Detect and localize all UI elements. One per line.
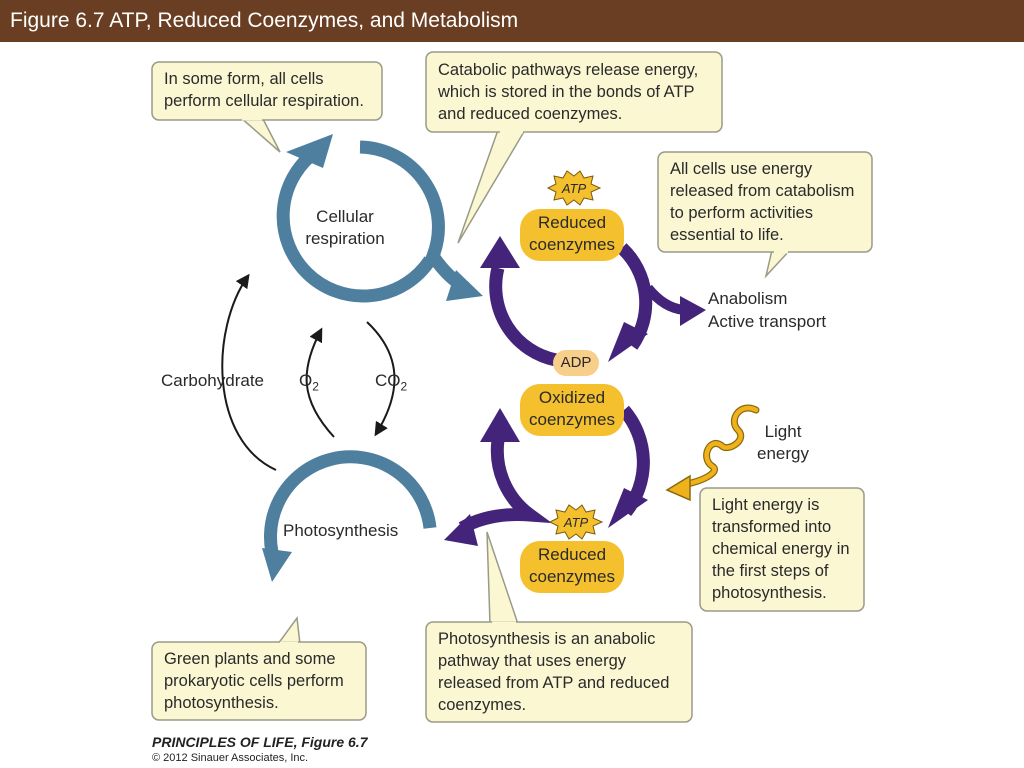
callout-light-energy-text: Light energy is transformed into chemica…: [712, 494, 850, 604]
callout-line: perform cellular respiration.: [164, 92, 364, 110]
cellular-respiration-label: Cellular respiration: [290, 206, 400, 250]
respiration-arrowhead-right: [446, 270, 483, 301]
callout-line: which is stored in the bonds of ATP: [438, 83, 695, 101]
callout-line: to perform activities: [670, 204, 814, 222]
carbon-dioxide-label: CO2: [375, 370, 407, 397]
carbon-dioxide-symbol: CO: [375, 371, 401, 390]
light-wave-icon: [665, 404, 760, 502]
reduced-coenzymes-bottom-label: Reduced coenzymes: [520, 544, 624, 588]
callout-light-energy-box: [699, 487, 865, 612]
callout-respiration-box: [151, 61, 383, 153]
carbon-exchange-arrows: [221, 273, 396, 471]
label-line: Oxidized: [538, 388, 606, 407]
callout-line: the first steps of: [712, 562, 829, 580]
oxygen-symbol: O: [299, 371, 313, 390]
callout-line: pathway that uses energy: [438, 652, 627, 670]
label-line: coenzymes: [529, 235, 615, 254]
callout-line: released from ATP and reduced: [438, 674, 670, 692]
carbon-dioxide-subscript: 2: [400, 379, 408, 394]
callout-activities-box: [657, 151, 873, 279]
callout-line: chemical energy in: [712, 540, 850, 558]
callout-catabolic-text: Catabolic pathways release energy, which…: [438, 59, 698, 125]
title-bar: Figure 6.7 ATP, Reduced Coenzymes, and M…: [0, 0, 1024, 42]
carbohydrate-label: Carbohydrate: [161, 371, 265, 390]
callout-line: transformed into: [712, 518, 832, 536]
oxygen-subscript: 2: [312, 379, 319, 394]
atp-top-label: ATP: [561, 181, 587, 196]
oxygen-label: O2: [299, 370, 319, 397]
callout-line: Green plants and some: [164, 650, 336, 668]
label-line: coenzymes: [529, 567, 615, 586]
callout-plants-text: Green plants and some prokaryotic cells …: [164, 648, 344, 714]
photosynthesis-cycle: [262, 450, 437, 582]
footer-book-title: PRINCIPLES OF LIFE, Figure 6.7: [152, 734, 368, 750]
cellular-respiration-cycle: [276, 134, 483, 303]
callout-line: Light energy is: [712, 496, 820, 514]
callout-activities-text: All cells use energy released from catab…: [670, 158, 854, 246]
atp-bottom-label: ATP: [563, 515, 589, 530]
oxidized-coenzymes-label: Oxidized coenzymes: [520, 387, 624, 431]
label-line: Reduced: [537, 213, 607, 232]
callout-line: prokaryotic cells perform: [164, 672, 344, 690]
reduced-coenzymes-top-pill: [520, 209, 624, 261]
callout-line: coenzymes.: [438, 696, 527, 714]
label-line: Light: [764, 422, 802, 441]
callout-anabolic-box: [425, 531, 693, 723]
atp-cycle-bottom: [444, 405, 650, 546]
callout-line: and reduced coenzymes.: [438, 105, 623, 123]
callout-respiration-text: In some form, all cells perform cellular…: [164, 68, 364, 112]
label-line: coenzymes: [529, 410, 615, 429]
adp-label: ADP: [560, 354, 592, 371]
adp-pill: [553, 350, 599, 376]
label-line: Reduced: [537, 545, 607, 564]
photosynthesis-arrowhead: [262, 548, 292, 582]
atp-cycle-top: [480, 236, 706, 367]
callout-plants-box: [151, 616, 367, 721]
label-line: respiration: [305, 229, 385, 248]
callout-catabolic-box: [425, 51, 723, 244]
oxidized-coenzymes-pill: [520, 384, 624, 436]
atp-starburst-top: [546, 170, 602, 206]
label-line: energy: [757, 444, 809, 463]
reduced-coenzymes-top-label: Reduced coenzymes: [520, 212, 624, 256]
light-energy-label: Light energy: [748, 421, 818, 465]
callout-line: All cells use energy: [670, 160, 813, 178]
figure-title: Figure 6.7 ATP, Reduced Coenzymes, and M…: [10, 9, 519, 32]
callout-line: photosynthesis.: [164, 694, 279, 712]
photosynthesis-label: Photosynthesis: [283, 521, 399, 540]
callout-line: released from catabolism: [670, 182, 855, 200]
callout-line: Photosynthesis is an anabolic: [438, 630, 656, 648]
atp-starburst-bottom: [548, 504, 604, 540]
callout-line: In some form, all cells: [164, 70, 324, 88]
label-line: Cellular: [316, 207, 374, 226]
callout-line: Catabolic pathways release energy,: [438, 61, 699, 79]
callout-anabolic-text: Photosynthesis is an anabolic pathway th…: [438, 628, 669, 716]
footer-copyright: © 2012 Sinauer Associates, Inc.: [152, 752, 309, 764]
anabolism-label: Anabolism: [708, 289, 788, 308]
callout-line: essential to life.: [670, 226, 784, 244]
active-transport-label: Active transport: [708, 312, 827, 331]
callout-line: photosynthesis.: [712, 584, 827, 602]
respiration-arrowhead-top: [286, 134, 333, 168]
reduced-coenzymes-bottom-pill: [520, 541, 624, 593]
